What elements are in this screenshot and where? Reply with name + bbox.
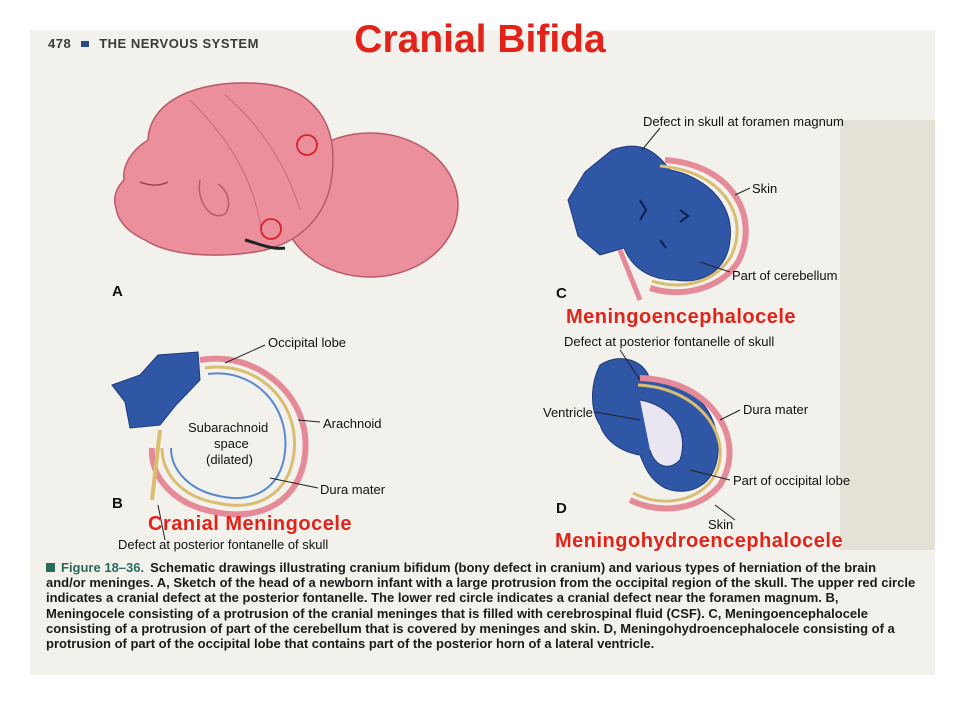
panel-letter-d: D — [556, 500, 567, 517]
label-arachnoid: Arachnoid — [323, 416, 382, 431]
panel-d-meningohydroencephalocele-illustration — [592, 358, 733, 512]
label-defect-d: Defect at posterior fontanelle of skull — [564, 334, 775, 349]
label-skin-d: Skin — [708, 517, 734, 532]
figure-caption: Figure 18–36.Schematic drawings illustra… — [46, 560, 918, 651]
label-space: space — [214, 436, 249, 451]
label-part-of-cerebellum: Part of cerebellum — [732, 268, 838, 283]
red-label-meningoencephalocele: Meningoencephalocele — [566, 306, 797, 328]
figure-number: Figure 18–36. — [61, 560, 145, 575]
panel-letter-c: C — [556, 285, 567, 302]
running-head-text: THE NERVOUS SYSTEM — [99, 36, 259, 51]
label-occipital-lobe-b: Occipital lobe — [268, 335, 347, 350]
red-label-cranial-meningocele: Cranial Meningocele — [148, 513, 352, 535]
label-part-of-occipital-lobe: Part of occipital lobe — [733, 473, 851, 488]
panel-letter-a: A — [112, 283, 123, 300]
label-ventricle: Ventricle — [543, 405, 593, 420]
panel-b-meningocele-illustration — [111, 351, 309, 518]
panel-a-infant-head-illustration — [113, 82, 459, 278]
label-dura-mater-b: Dura mater — [320, 482, 386, 497]
label-dura-mater-d: Dura mater — [743, 402, 809, 417]
panel-c-meningoencephalocele-illustration — [567, 145, 749, 301]
label-subarachnoid: Subarachnoid — [188, 420, 269, 435]
page-shadow — [840, 120, 935, 550]
label-leader-lines — [157, 127, 751, 541]
panel-letter-b: B — [112, 495, 123, 512]
label-skin-c: Skin — [752, 181, 778, 196]
running-head: 478 THE NERVOUS SYSTEM — [48, 36, 259, 51]
square-bullet-icon — [81, 41, 90, 47]
caption-text: Schematic drawings illustrating cranium … — [46, 560, 916, 652]
label-defect-foramen-magnum: Defect in skull at foramen magnum — [643, 114, 844, 129]
slide-title: Cranial Bifida — [354, 18, 606, 61]
page-number: 478 — [48, 36, 72, 51]
label-dilated: (dilated) — [206, 452, 253, 467]
caption-square-icon — [46, 563, 55, 572]
label-defect-b: Defect at posterior fontanelle of skull — [118, 537, 329, 552]
red-label-meningohydroencephalocele: Meningohydroencephalocele — [555, 530, 844, 552]
